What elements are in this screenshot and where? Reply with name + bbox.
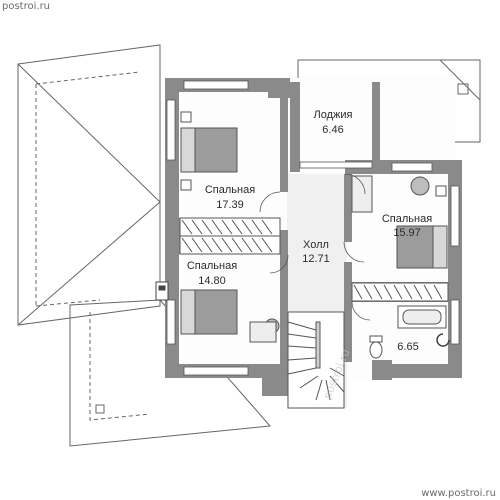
switch-icon	[155, 281, 169, 301]
room-name-bedroom-right: Спальная	[382, 213, 432, 225]
windows	[166, 80, 460, 376]
site-watermark-bottom: www.postroi.ru	[421, 488, 496, 499]
room-name-bedroom-bottom-left: Спальная	[187, 260, 237, 272]
room-area-bedroom-right: 15.97	[393, 227, 421, 239]
room-area-bathroom: 6.65	[397, 341, 418, 353]
bed-bottom-left	[180, 289, 238, 335]
toilet	[369, 335, 383, 359]
room-labels: Лоджия 6.46 Спальная 17.39 Холл 12.71 Сп…	[187, 109, 432, 353]
wardrobe-right	[351, 282, 449, 302]
doors	[259, 173, 371, 321]
staircase	[287, 311, 345, 409]
roof-outline	[17, 44, 161, 326]
room-area-hall: 12.71	[302, 253, 330, 265]
desk-chair	[249, 175, 430, 343]
room-name-bedroom-top-left: Спальная	[205, 184, 255, 196]
room-name-loggia: Лоджия	[314, 109, 353, 121]
room-name-hall: Холл	[303, 239, 329, 251]
room-area-bedroom-top-left: 17.39	[216, 199, 244, 211]
bed-top-left	[180, 111, 238, 191]
room-area-bedroom-bottom-left: 14.80	[198, 275, 226, 287]
room-area-loggia: 6.46	[322, 124, 343, 136]
shower-icon	[436, 333, 450, 347]
bed-right	[396, 185, 448, 269]
bathtub	[397, 305, 447, 329]
site-watermark-top: postroi.ru	[2, 1, 51, 12]
wardrobe-left	[179, 217, 281, 255]
roof-outline-bottom	[69, 299, 272, 447]
